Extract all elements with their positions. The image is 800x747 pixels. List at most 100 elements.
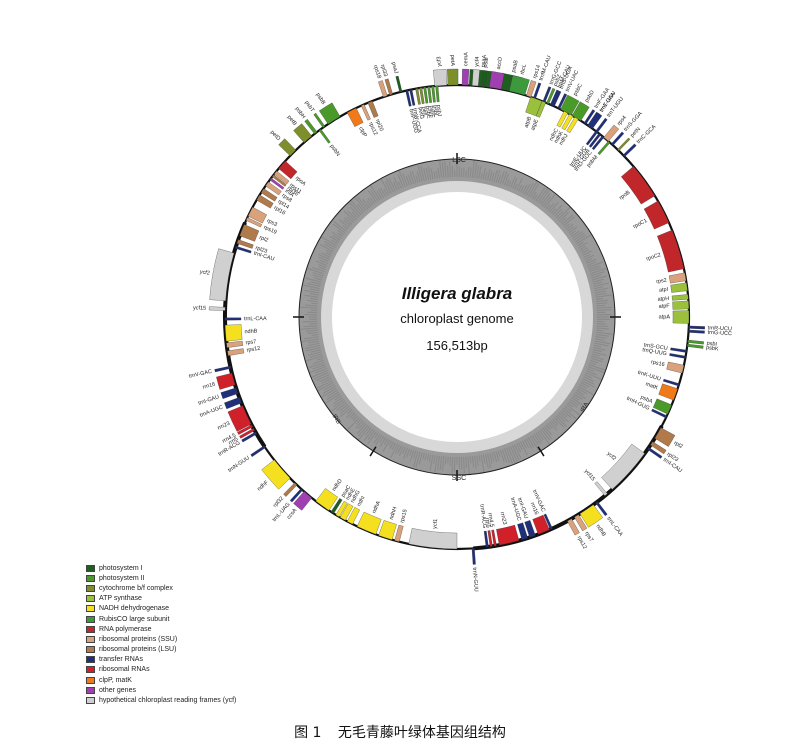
figure-title: 无毛青藤叶绿体基因组结构 <box>337 725 506 741</box>
gene-psbA <box>652 398 672 415</box>
gc-spike <box>593 349 602 353</box>
gene-rpl2 <box>239 224 260 242</box>
gc-spike <box>306 329 318 332</box>
gc-spike <box>314 372 329 380</box>
gc-spike <box>312 266 325 273</box>
gene-label-ndhB: ndhB <box>594 524 606 538</box>
gc-spike <box>309 361 325 369</box>
gene-label-rps2: rps2 <box>656 278 668 286</box>
gc-spike <box>347 417 360 430</box>
gc-spike <box>531 434 539 446</box>
gene-label-trnV-GAC: trnV-GAC <box>188 369 212 380</box>
gc-spike <box>522 184 528 194</box>
gc-spike <box>557 414 566 423</box>
gc-spike <box>572 395 580 401</box>
gc-spike <box>318 256 329 262</box>
gene-rpl14 <box>260 188 278 202</box>
legend-label: ribosomal RNAs <box>99 666 150 674</box>
gc-spike <box>364 427 372 436</box>
gc-spike <box>567 402 574 408</box>
legend-item: ribosomal proteins (SSU) <box>86 634 286 644</box>
gc-spike <box>321 236 337 247</box>
gene-label-rpoB: rpoB <box>618 190 631 202</box>
gc-spike <box>542 427 552 440</box>
gc-spike <box>309 353 323 358</box>
gene-rps16 <box>666 361 685 374</box>
gc-spike <box>384 181 392 194</box>
gene-label-atpI: atpI <box>659 287 669 294</box>
gene-rps7 <box>574 514 588 532</box>
gene-rps15 <box>394 524 404 542</box>
gene-ndhD <box>315 488 338 511</box>
gc-spike <box>491 452 495 462</box>
gc-spike <box>593 281 603 285</box>
gc-spike <box>503 173 509 186</box>
gene-label-rrn16: rrn16 <box>202 382 216 391</box>
gene-petG <box>415 88 421 105</box>
gc-spike <box>571 397 585 407</box>
gc-spike <box>402 173 409 187</box>
gene-label-rrn4.5: rrn4.5 <box>486 512 494 527</box>
gene-label-ycf4: ycf4 <box>474 57 481 68</box>
gc-spike <box>339 219 350 229</box>
gc-spike <box>595 294 612 298</box>
gc-spike <box>409 171 415 185</box>
gene-label-ndhE: ndhE <box>345 487 357 501</box>
gc-spike <box>580 247 588 252</box>
gene-label-trnS-GCU: trnS-GCU <box>643 342 668 352</box>
gc-spike <box>547 202 555 211</box>
gc-spike <box>478 166 482 179</box>
gene-matK <box>658 383 678 401</box>
gene-trnI-CAU <box>647 447 663 459</box>
gc-spike <box>520 441 528 456</box>
region-markers: LSC SSC IRA IRB <box>331 157 590 482</box>
gc-spike <box>423 168 427 181</box>
gc-spike <box>307 283 321 287</box>
gc-spike <box>344 217 353 225</box>
gc-spike <box>565 404 580 416</box>
legend-item: clpP, matK <box>86 675 286 685</box>
gc-spike <box>402 447 409 460</box>
gene-ndhI <box>346 507 360 525</box>
gc-spike <box>574 234 586 243</box>
gene-ndhK <box>561 113 574 131</box>
gene-label-rps12: rps12 <box>576 535 588 550</box>
gc-spike <box>433 171 436 179</box>
gc-spike <box>471 160 475 178</box>
gc-spike <box>363 428 374 442</box>
gc-spike <box>589 359 599 364</box>
gc-spike <box>333 398 345 407</box>
legend-item: RNA polymerase <box>86 624 286 634</box>
gc-spike <box>527 181 538 197</box>
gene-trnR-UCU <box>688 325 705 330</box>
gene-ndhC <box>556 111 568 128</box>
gene-label-accD: accD <box>496 57 504 70</box>
gc-spike <box>580 382 590 388</box>
gene-trnD-GUC <box>591 135 605 151</box>
gene-trnL-UAG <box>289 488 303 503</box>
gc-spike <box>555 415 568 428</box>
gc-spike <box>373 433 381 444</box>
gene-label-atpF: atpF <box>659 303 671 310</box>
gc-spike <box>413 450 417 459</box>
legend-item: ATP synthase <box>86 594 286 604</box>
gene-trnK-UUU <box>663 378 680 387</box>
gc-spike <box>319 244 334 252</box>
gene-rps12 <box>567 518 580 536</box>
gene-label-rrn23: rrn23 <box>499 511 508 525</box>
gc-spike <box>529 183 540 198</box>
legend-item: other genes <box>86 685 286 695</box>
gc-spike <box>596 327 609 330</box>
gc-spike <box>325 252 332 256</box>
gc-spike <box>512 177 518 189</box>
legend-item: photosystem I <box>86 563 286 573</box>
gene-rpl20 <box>367 100 379 118</box>
gene-label-matK: matK <box>645 381 659 391</box>
legend-label: ATP synthase <box>99 595 142 603</box>
gc-spike <box>334 395 342 401</box>
gc-spike <box>588 265 600 271</box>
gene-rps7 <box>226 340 244 348</box>
gc-spike <box>571 230 580 237</box>
gc-spike <box>303 325 318 328</box>
region-boundary-tick <box>537 446 545 457</box>
